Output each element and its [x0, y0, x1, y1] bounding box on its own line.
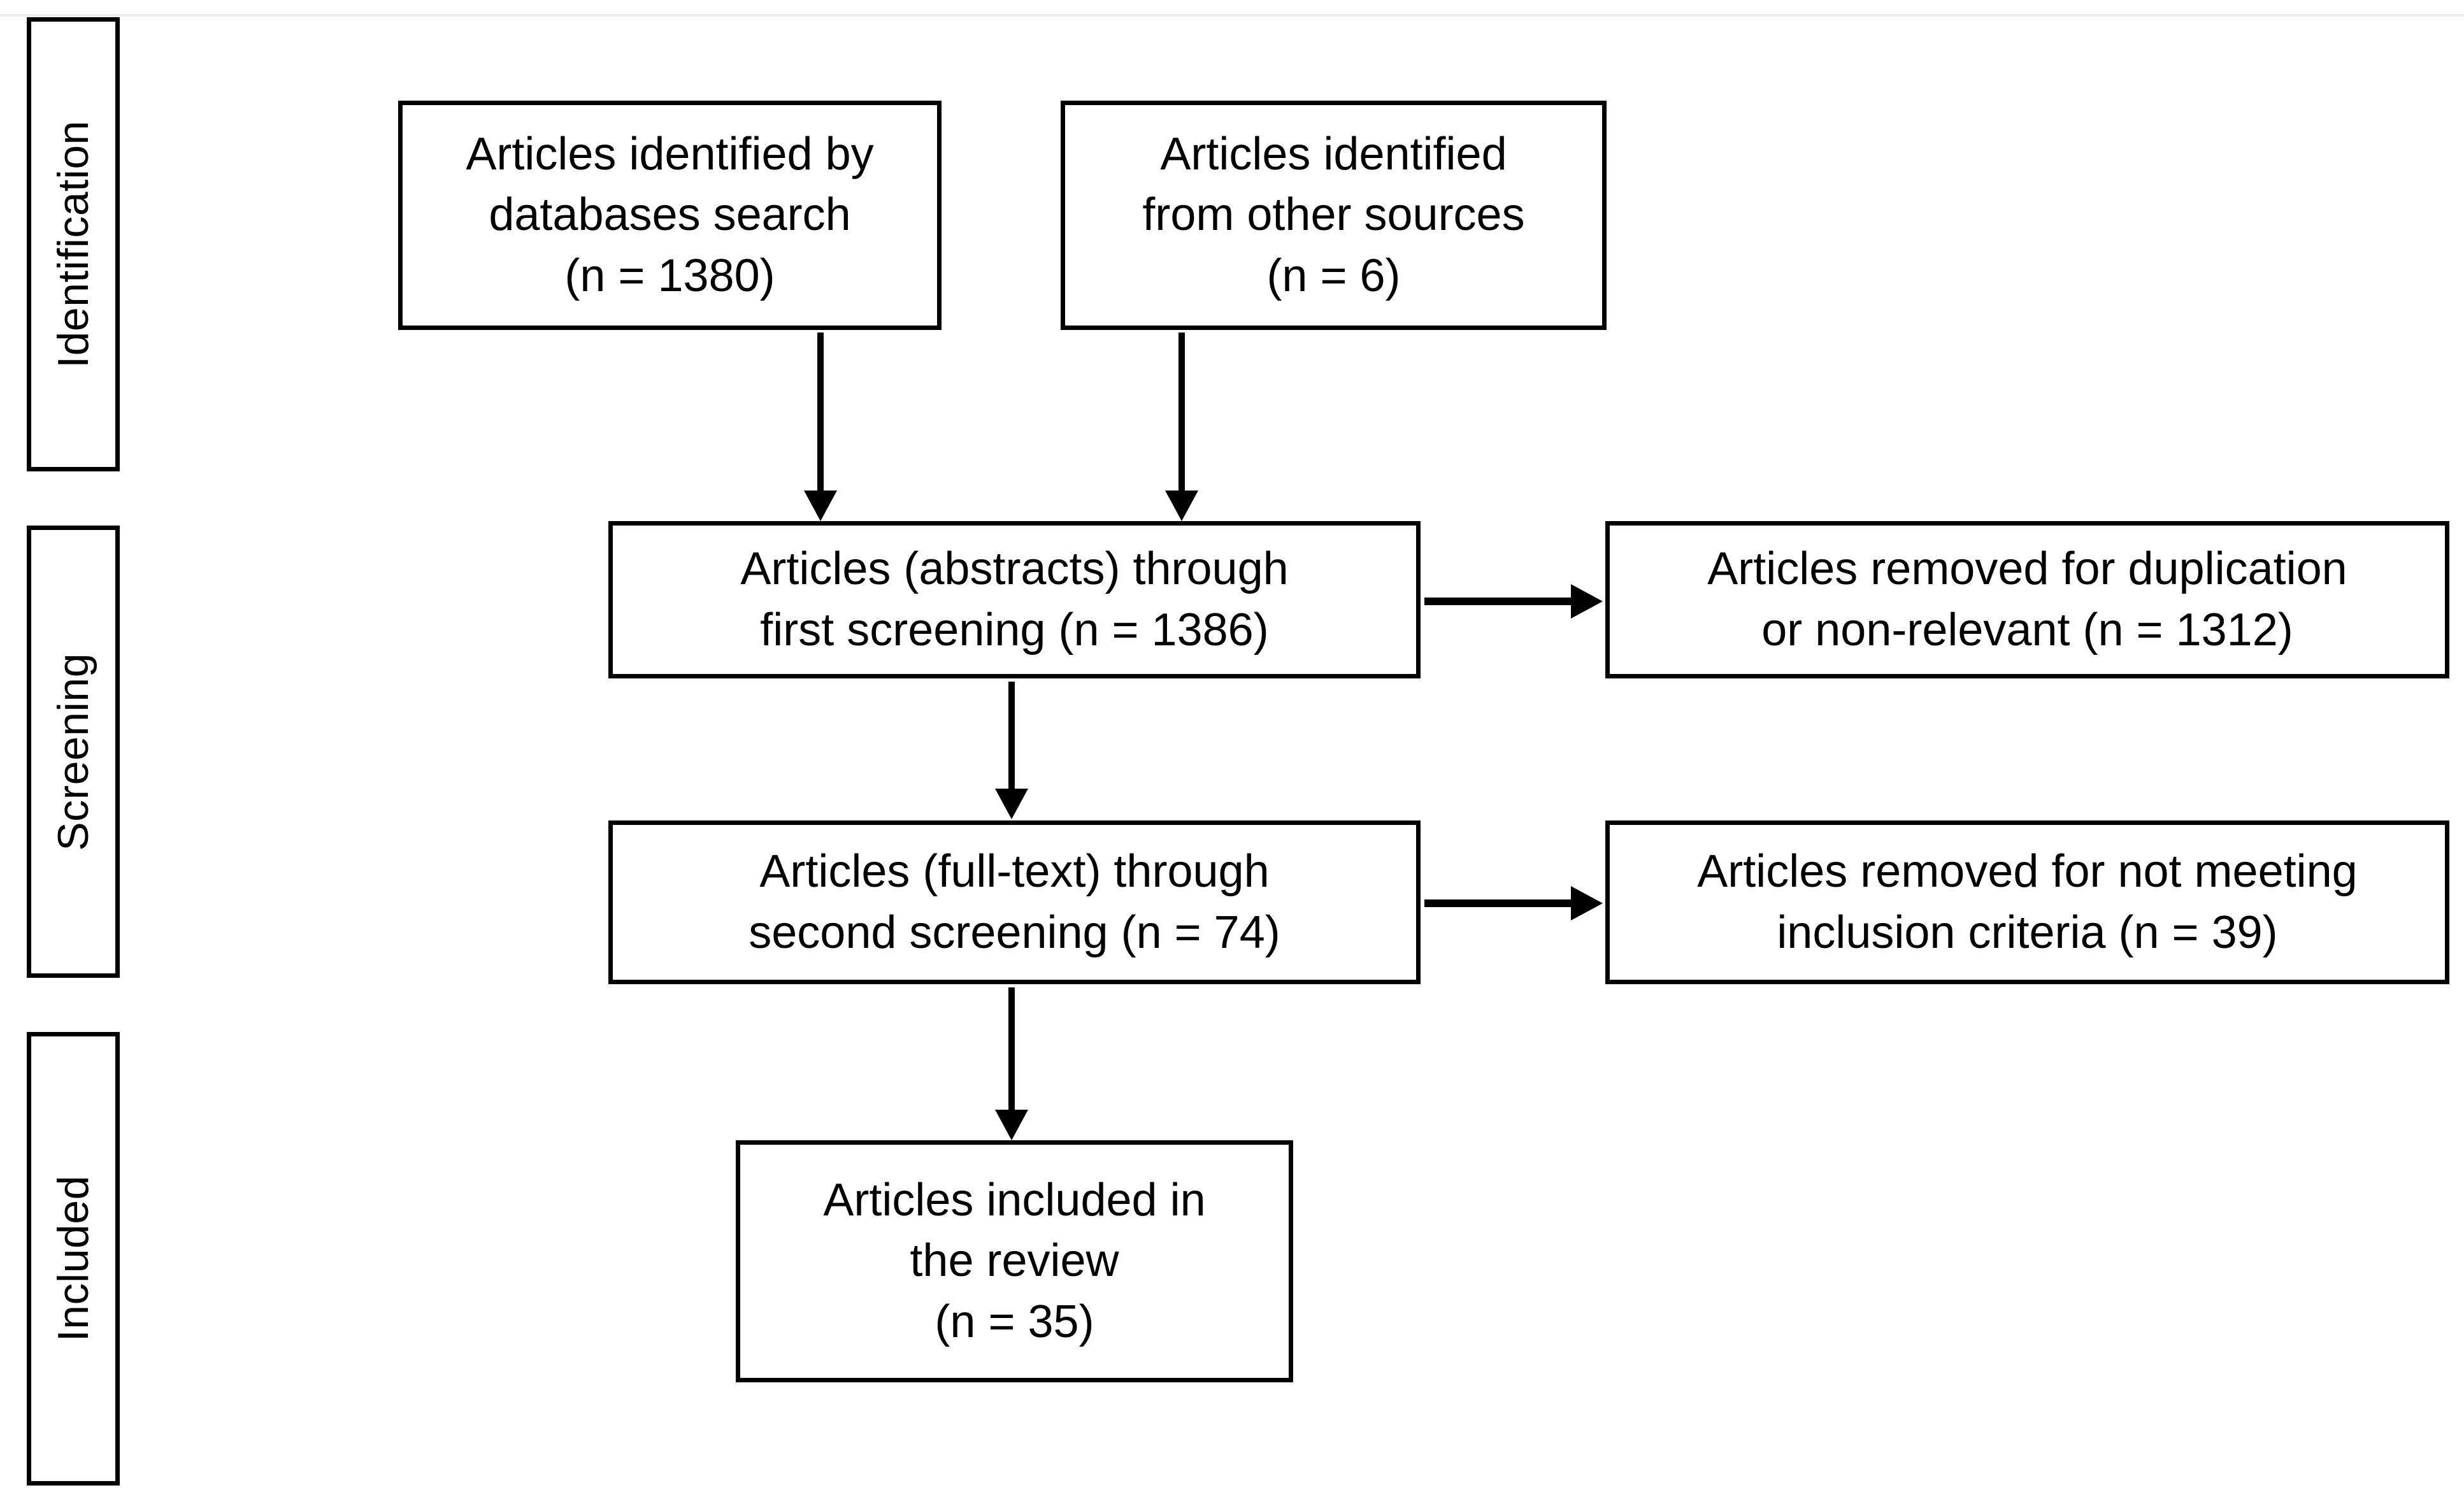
stage-box-screening: Screening — [27, 526, 120, 978]
node-text-block: Articles removed for not meeting inclusi… — [1697, 842, 2357, 963]
node-articles-full-text-second-screening: Articles (full-text) through second scre… — [608, 820, 1421, 984]
node-line: Articles included in — [823, 1175, 1206, 1226]
arrow-head — [1571, 886, 1603, 920]
arrow-shaft — [1008, 682, 1015, 789]
stage-box-included: Included — [27, 1032, 120, 1486]
node-line: Articles identified by — [466, 129, 874, 180]
node-text-block: Articles included in the review (n = 35) — [823, 1170, 1205, 1352]
arrow-shaft — [1178, 333, 1185, 491]
node-text-block: Articles identified by databases search … — [466, 124, 873, 306]
arrow-head — [804, 491, 837, 521]
node-line: (n = 6) — [1266, 250, 1401, 301]
arrow-head — [995, 1110, 1028, 1140]
node-text-block: Articles (full-text) through second scre… — [749, 842, 1280, 963]
node-text-block: Articles removed for duplication or non-… — [1707, 539, 2347, 660]
arrow-head — [1165, 491, 1198, 521]
node-line: or non-relevant (n = 1312) — [1761, 604, 2293, 655]
arrow-shaft — [1424, 899, 1571, 907]
node-line: Articles (abstracts) through — [740, 543, 1289, 595]
node-line: the review — [910, 1235, 1119, 1287]
arrow-head — [1571, 584, 1603, 619]
node-articles-abstracts-first-screening: Articles (abstracts) through first scree… — [608, 521, 1421, 678]
node-line: Articles (full-text) through — [759, 846, 1270, 898]
node-articles-removed-not-meeting-inclusion-criteria: Articles removed for not meeting inclusi… — [1605, 820, 2449, 984]
node-articles-identified-from-other-sources: Articles identified from other sources (… — [1061, 101, 1607, 330]
stage-label-included: Included — [49, 1175, 97, 1342]
node-line: databases search — [489, 189, 851, 241]
stage-box-identification: Identification — [27, 17, 120, 471]
arrow-head — [995, 789, 1028, 819]
node-line: (n = 1380) — [564, 250, 775, 301]
node-line: Articles identified — [1160, 129, 1507, 180]
arrow-shaft — [817, 333, 824, 491]
node-line: inclusion criteria (n = 39) — [1777, 906, 2278, 958]
stage-label-identification: Identification — [49, 120, 97, 368]
arrow-shaft — [1424, 598, 1571, 605]
node-line: from other sources — [1142, 189, 1525, 241]
node-line: first screening (n = 1386) — [760, 604, 1269, 655]
node-text-block: Articles (abstracts) through first scree… — [740, 539, 1288, 660]
node-articles-identified-by-databases-search: Articles identified by databases search … — [398, 101, 942, 330]
node-line: Articles removed for not meeting — [1697, 846, 2358, 898]
node-line: (n = 35) — [935, 1296, 1094, 1347]
node-line: Articles removed for duplication — [1707, 543, 2347, 595]
node-text-block: Articles identified from other sources (… — [1142, 124, 1524, 306]
node-articles-included-in-review: Articles included in the review (n = 35) — [736, 1140, 1293, 1382]
stage-label-screening: Screening — [49, 652, 97, 851]
arrow-shaft — [1008, 987, 1015, 1110]
node-articles-removed-duplication-non-relevant: Articles removed for duplication or non-… — [1605, 521, 2449, 678]
node-line: second screening (n = 74) — [749, 906, 1280, 958]
top-divider-rule — [0, 14, 2464, 17]
